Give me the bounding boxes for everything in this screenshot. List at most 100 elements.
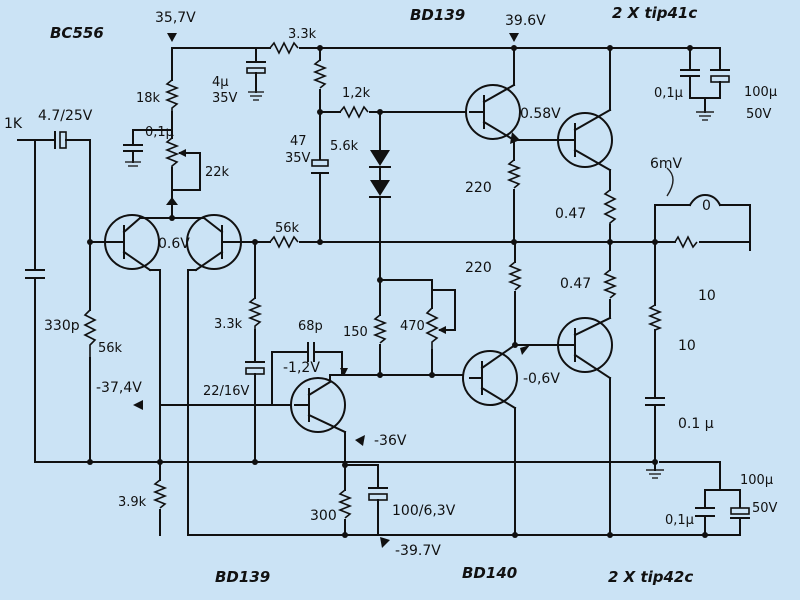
ground-bottom	[646, 461, 664, 479]
label-47: 47	[290, 134, 307, 149]
label-0.1u-bottom: 0,1μ	[665, 513, 694, 528]
label-1.2k: 1,2k	[342, 86, 371, 101]
diode-1	[369, 144, 391, 181]
label-speaker-0: 0	[702, 198, 711, 214]
label-22u-16v: 22/16V	[203, 384, 249, 399]
label-6mv: 6mV	[650, 156, 683, 172]
wiring	[17, 47, 751, 536]
resistor-220-bottom	[507, 261, 523, 291]
resistor-56k-input	[83, 309, 97, 358]
label-56k-feedback: 56k	[275, 221, 300, 236]
transistor-tip42c	[554, 316, 613, 380]
capacitor-0.1u-bottom	[695, 507, 715, 525]
resistor-10-zobel	[647, 304, 663, 331]
label-22k: 22k	[205, 165, 230, 180]
diode-2	[369, 180, 391, 211]
transistor-bd140	[462, 343, 518, 410]
label-220-top: 220	[465, 180, 492, 196]
resistor-3.3k-mid	[247, 297, 263, 330]
label-39.6v: 39.6V	[505, 13, 546, 29]
label-bd140: BD140	[462, 564, 517, 582]
label-neg0.6v: -0,6V	[523, 371, 560, 387]
resistor-22k-trimmer	[164, 137, 180, 168]
label-bd139-bottom: BD139	[215, 568, 270, 586]
label-50v-bottom: 50V	[752, 501, 778, 516]
resistor-0.47-bottom	[602, 269, 618, 299]
label-input-1k: 1K	[4, 116, 23, 132]
diodes	[369, 144, 391, 211]
capacitors	[25, 61, 750, 525]
transistor-bd139-top	[465, 83, 521, 142]
label-0.6v: 0.6V	[158, 236, 190, 252]
resistor-3.3k-top	[269, 41, 299, 55]
capacitor-330p	[25, 269, 45, 301]
test-point-arrows	[133, 33, 674, 548]
label-tip41c: 2 X tip41c	[612, 4, 697, 22]
label-3.3k-top: 3.3k	[288, 27, 317, 42]
resistor-1.2k	[339, 105, 369, 119]
resistor-18k	[164, 79, 180, 112]
labels: BC556 BD139 2 X tip41c BD139 BD140 2 X t…	[4, 4, 778, 586]
label-100u-top: 100μ	[744, 85, 777, 100]
label-150: 150	[343, 325, 368, 340]
label-18k: 18k	[136, 91, 161, 106]
capacitor-100u-bottom	[730, 507, 750, 525]
label-0.47-top: 0.47	[555, 206, 586, 222]
label-bd139-top: BD139	[410, 6, 465, 24]
resistors	[83, 41, 698, 519]
ground-top	[696, 97, 714, 121]
label-4u: 4μ	[212, 75, 229, 90]
label-3.9k: 3.9k	[118, 495, 147, 510]
label-4u-35v: 35V	[212, 91, 238, 106]
transistor-bc556-left	[104, 214, 161, 272]
label-0.1u-zobel: 0.1 μ	[678, 416, 714, 432]
resistor-0.47-top	[603, 189, 617, 225]
label-10-a: 10	[698, 288, 716, 304]
label-100u-6.3v: 100/6,3V	[392, 503, 456, 519]
resistor-470-trimmer	[425, 307, 439, 350]
capacitor-0.1u-zobel	[645, 397, 665, 419]
capacitor-22u-16v	[245, 361, 265, 386]
label-bc556: BC556	[50, 24, 104, 42]
label-300: 300	[310, 508, 337, 524]
label-0.1u-top: 0,1μ	[654, 86, 683, 101]
label-5.6k: 5.6k	[330, 139, 359, 154]
label-neg37.4v: -37,4V	[96, 380, 142, 396]
label-input-cap: 4.7/25V	[38, 108, 93, 124]
label-0.47-bottom: 0.47	[560, 276, 591, 292]
trimmer-arrow-22k	[178, 149, 186, 157]
label-68p: 68p	[298, 319, 323, 334]
capacitor-0.1u-top	[680, 69, 700, 89]
label-tip42c: 2 X tip42c	[608, 568, 693, 586]
label-330p: 330p	[44, 318, 80, 334]
transistor-tip41c	[557, 108, 613, 172]
label-3.3k-mid: 3.3k	[214, 317, 243, 332]
capacitor-input-4.7u	[54, 131, 79, 149]
capacitor-0.1u-mid	[123, 129, 143, 167]
resistor-3.9k	[152, 479, 168, 509]
resistor-220-top	[506, 159, 522, 189]
capacitor-4u-35v	[246, 61, 266, 101]
capacitor-47u	[311, 159, 329, 186]
resistor-r-top	[312, 59, 328, 89]
label-470: 470	[400, 319, 425, 334]
transistor-bc556-right	[186, 214, 256, 272]
label-0.1u-mid: 0,1μ	[145, 125, 174, 140]
label-50v-top: 50V	[746, 107, 772, 122]
resistor-150	[372, 314, 388, 344]
resistor-10-output	[674, 235, 698, 249]
label-10-b: 10	[678, 338, 696, 354]
trimmer-arrow-470	[438, 326, 446, 334]
label-neg1.2v: -1,2V	[283, 360, 320, 376]
speaker-coil	[688, 193, 722, 207]
resistor-300	[337, 489, 353, 519]
transistors	[104, 83, 613, 434]
label-neg39.7v: -39.7V	[395, 543, 441, 559]
junction-dots	[87, 45, 708, 538]
label-220-bottom: 220	[465, 260, 492, 276]
capacitor-100u-6.3v	[368, 487, 388, 506]
capacitor-100u-top	[710, 69, 730, 89]
label-35.7v: 35,7V	[155, 10, 196, 26]
label-0.58v: 0.58V	[520, 106, 561, 122]
